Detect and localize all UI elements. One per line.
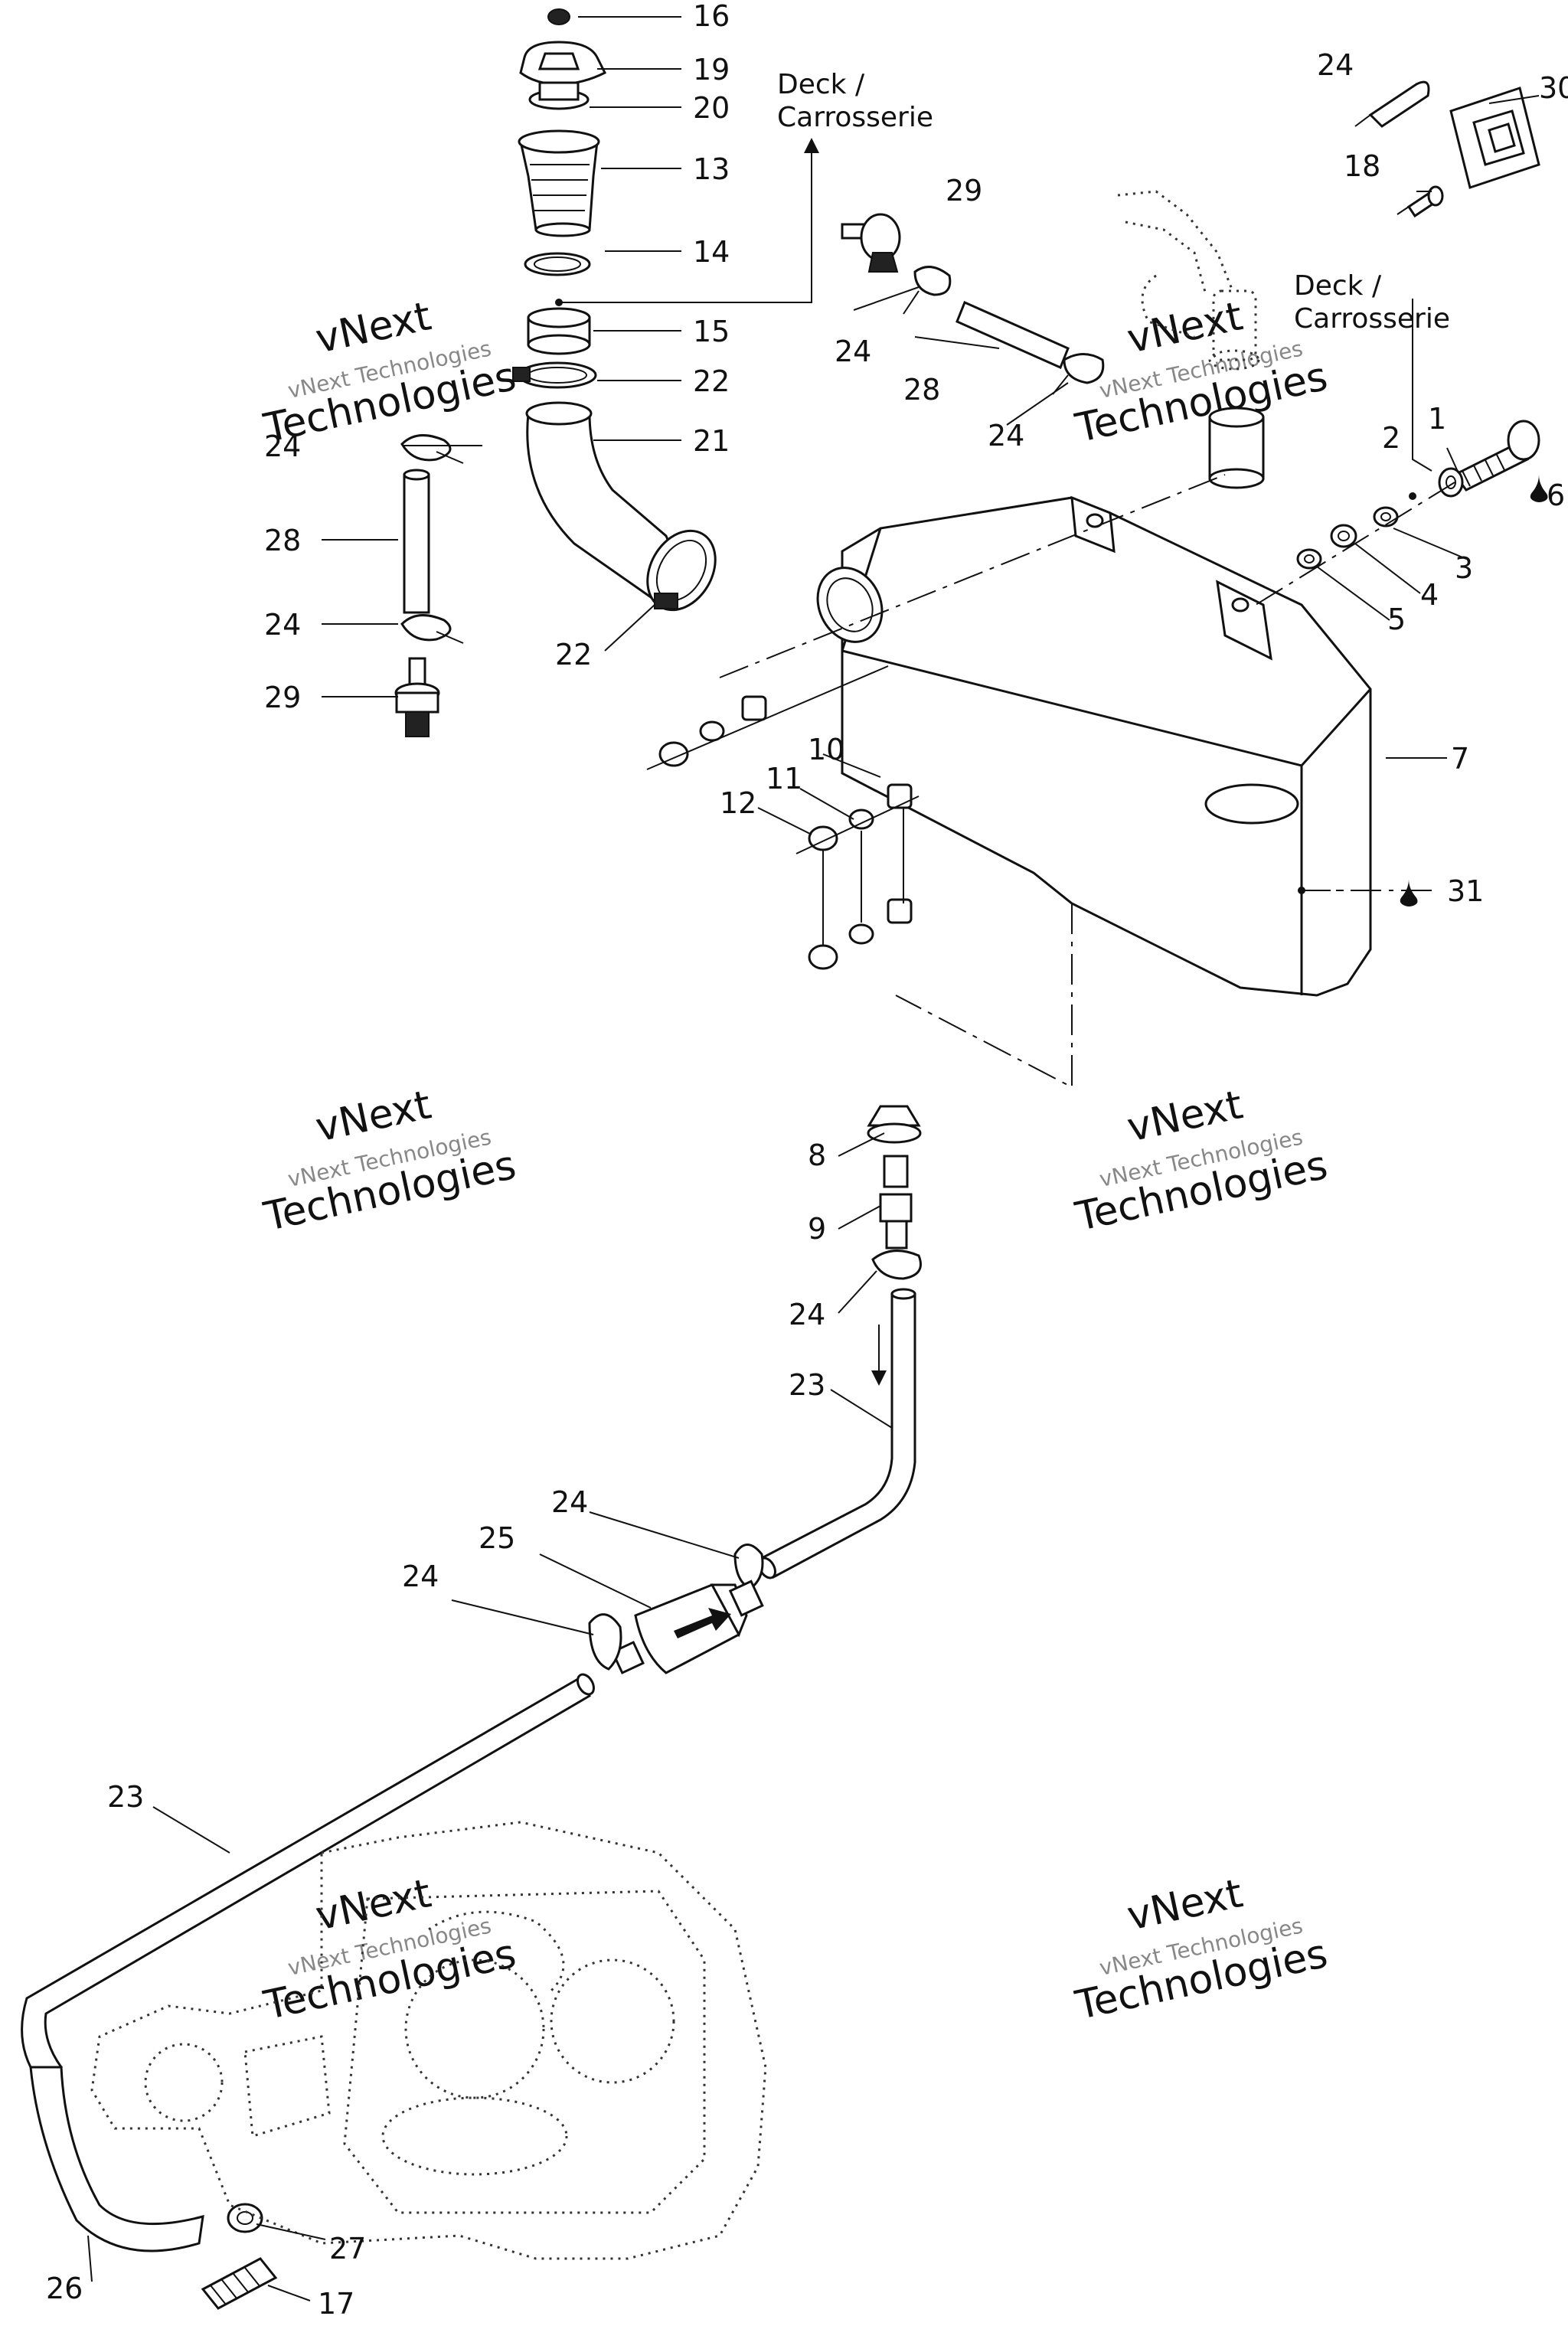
vent-clamp [400,434,464,464]
svg-text:Deck /: Deck / [777,69,865,100]
line-clamp [588,1613,622,1671]
vent-hose [403,469,430,614]
callout-5: 5 [1387,603,1406,636]
fuel-filter [611,1579,764,1674]
engine-outline [90,1821,767,2260]
filler-neck [518,129,600,276]
callout-4: 4 [1420,578,1439,612]
filler-nut [527,307,591,355]
push-pin [1396,185,1444,218]
callout-24: 24 [402,1560,439,1593]
callout-31: 31 [1447,874,1484,908]
callout-27: 27 [329,2232,366,2265]
svg-text:Deck /: Deck / [1294,270,1382,302]
watermark: vNext vNext Technologies Technologies [260,1082,520,1240]
hose-clamp [512,361,597,389]
callout-7: 7 [1451,742,1469,776]
vent-valve [841,213,901,273]
line-clamp [871,1250,922,1280]
nut [658,741,838,970]
callout-26: 26 [46,2272,83,2305]
tie-mount [1449,87,1540,189]
callout-22: 22 [555,638,592,671]
vent-hose [956,300,1070,370]
callout-24: 24 [264,608,301,642]
callout-13: 13 [693,152,730,186]
callout-labels: 16 19 20 13 14 15 22 21 24 28 24 29 22 2… [46,0,1568,2321]
callout-12: 12 [720,786,756,820]
svg-text:Carrosserie: Carrosserie [1294,303,1450,335]
callout-6: 6 [1547,479,1565,512]
fuel-tank [816,495,1372,997]
spring [201,2257,278,2310]
callout-23: 23 [107,1780,144,1814]
callout-24: 24 [988,419,1024,452]
hose-clamp [227,2203,263,2233]
callout-30: 30 [1539,71,1568,105]
callout-24: 24 [789,1298,825,1331]
vent-clamp [903,266,952,315]
fuel-level-sender [1117,190,1260,371]
pickup-grommet [867,1105,922,1144]
callout-24: 24 [264,430,301,463]
callout-25: 25 [479,1521,515,1555]
callout-1: 1 [1428,402,1446,436]
washer [699,720,874,945]
sender-sleeve [1208,407,1265,489]
callout-11: 11 [766,762,802,795]
callout-18: 18 [1344,149,1380,183]
screw [1452,420,1540,492]
callout-29: 29 [264,681,301,714]
washer [1373,506,1399,528]
callout-24: 24 [835,335,871,368]
callout-2: 2 [1382,421,1400,455]
vent-clamp [400,614,464,644]
fuel-line [21,1673,595,2085]
callout-29: 29 [946,174,982,207]
line-clamp [733,1544,764,1590]
callout-8: 8 [808,1138,826,1172]
filler-cap-knob [519,8,607,110]
callout-24: 24 [1317,48,1354,82]
callout-15: 15 [693,315,730,348]
watermark: vNext vNext Technologies Technologies [1071,1870,1331,2029]
deck-label-top: Deck / Carrosserie [777,69,933,133]
callout-22: 22 [693,364,730,398]
callout-10: 10 [808,733,844,766]
callout-3: 3 [1455,551,1473,585]
hose-clamp [646,529,717,612]
callout-19: 19 [693,53,730,87]
cable-tie [1354,80,1430,128]
callout-9: 9 [808,1212,826,1246]
vent-clamp [1052,353,1105,395]
callout-28: 28 [264,524,301,557]
callout-28: 28 [903,373,940,407]
callout-20: 20 [693,91,730,125]
fuel-line [758,1288,916,1579]
fuel-line-hose [29,2066,204,2252]
watermark: vNext vNext Technologies Technologies [260,293,520,452]
callout-14: 14 [693,235,730,269]
deck-label-right: Deck / Carrosserie [1294,270,1450,335]
vent-valve [394,657,440,737]
callout-24: 24 [551,1485,588,1519]
watermark: vNext vNext Technologies Technologies [260,1870,520,2029]
callout-17: 17 [318,2287,354,2321]
callout-leaders [87,16,1540,2301]
svg-text:Carrosserie: Carrosserie [777,102,933,133]
callout-16: 16 [693,0,730,33]
spacer [1330,524,1357,548]
callout-21: 21 [693,424,730,458]
watermark: vNext vNext Technologies Technologies [1071,1082,1331,1240]
pickup-fitting [879,1155,913,1250]
washer [1296,548,1322,570]
callout-23: 23 [789,1368,825,1402]
